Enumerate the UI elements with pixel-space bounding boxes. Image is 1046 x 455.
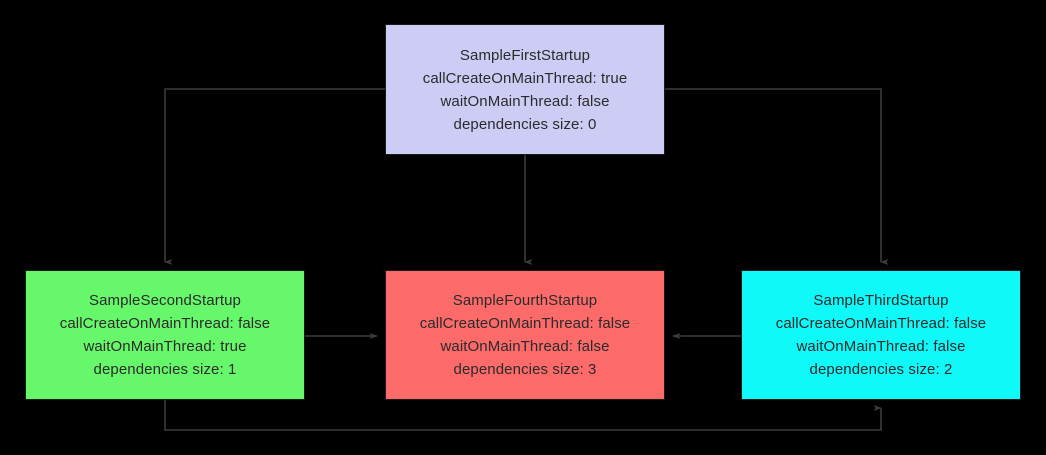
node-wait-on-main-thread: waitOnMainThread: true: [83, 338, 247, 355]
edge-first-to-third: [665, 88, 889, 265]
node-dependencies-size: dependencies size: 1: [93, 361, 237, 378]
node-title: SampleFourthStartup: [452, 292, 598, 309]
node-title: SampleFirstStartup: [459, 46, 591, 64]
node-call-create-on-main-thread: callCreateOnMainThread: false: [419, 315, 631, 332]
node-call-create-on-main-thread: callCreateOnMainThread: false: [775, 315, 987, 332]
node-call-create-on-main-thread: callCreateOnMainThread: false: [59, 315, 271, 332]
node-sample-second-startup[interactable]: SampleSecondStartup callCreateOnMainThre…: [25, 270, 305, 400]
node-title: SampleSecondStartup: [89, 292, 241, 309]
node-sample-third-startup[interactable]: SampleThirdStartup callCreateOnMainThrea…: [741, 270, 1021, 400]
node-sample-first-startup[interactable]: SampleFirstStartup callCreateOnMainThrea…: [385, 24, 665, 155]
node-wait-on-main-thread: waitOnMainThread: false: [440, 92, 610, 110]
node-dependencies-size: dependencies size: 0: [453, 115, 597, 133]
node-dependencies-size: dependencies size: 2: [809, 361, 953, 378]
node-sample-fourth-startup[interactable]: SampleFourthStartup callCreateOnMainThre…: [385, 270, 665, 400]
node-call-create-on-main-thread: callCreateOnMainThread: true: [422, 69, 628, 87]
node-dependencies-size: dependencies size: 3: [453, 361, 597, 378]
node-wait-on-main-thread: waitOnMainThread: false: [796, 338, 966, 355]
node-title: SampleThirdStartup: [813, 292, 949, 309]
node-wait-on-main-thread: waitOnMainThread: false: [440, 338, 610, 355]
edge-second-to-third: [164, 400, 883, 431]
edge-first-to-second: [163, 88, 385, 265]
